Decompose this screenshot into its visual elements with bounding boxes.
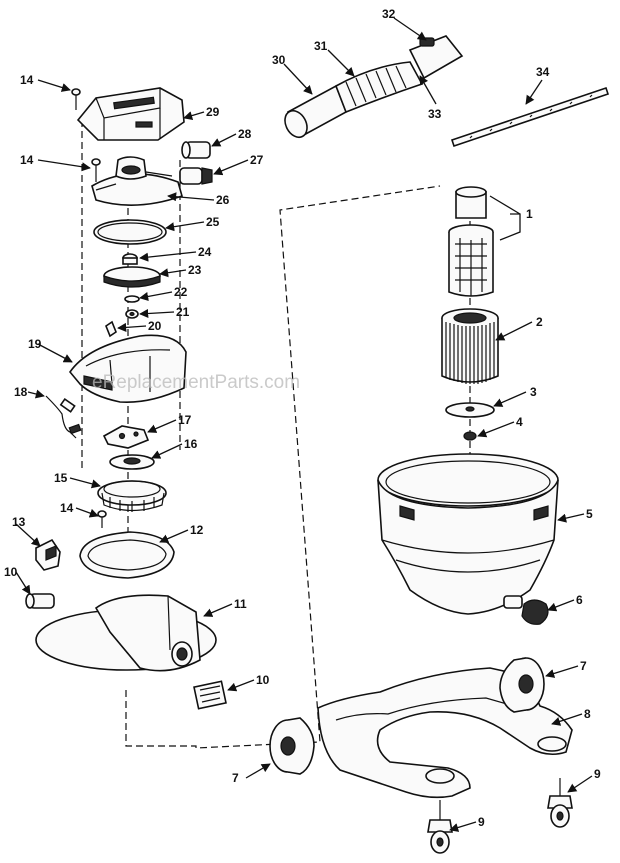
part-16-seal <box>109 454 155 470</box>
part-22-washer <box>124 295 140 303</box>
callout-3: 3 <box>530 385 537 399</box>
part-21-nut <box>125 309 139 319</box>
callout-32: 32 <box>382 7 396 21</box>
callout-8: 8 <box>584 707 591 721</box>
callout-9-right: 9 <box>594 767 601 781</box>
callout-14-top: 14 <box>20 73 34 87</box>
part-6-drain-cap <box>503 595 549 625</box>
callout-11: 11 <box>234 597 247 611</box>
callout-34: 34 <box>536 65 550 79</box>
callout-21: 21 <box>176 305 190 319</box>
part-9-caster-left <box>427 800 453 854</box>
callout-6: 6 <box>576 593 583 607</box>
callout-27: 27 <box>250 153 264 167</box>
callout-18: 18 <box>14 385 28 399</box>
callout-16: 16 <box>184 437 198 451</box>
part-26-motor-housing <box>91 156 183 206</box>
callout-33: 33 <box>428 107 442 121</box>
callout-30: 30 <box>272 53 286 67</box>
part-5-drum <box>377 453 559 615</box>
watermark: eReplacementParts.com <box>92 372 300 393</box>
callout-labels: 14 29 28 14 27 26 25 24 23 22 21 20 19 1… <box>4 7 601 829</box>
callout-31: 31 <box>314 39 328 53</box>
part-1-filter-cage <box>448 186 494 297</box>
callout-1: 1 <box>526 207 533 221</box>
hose-route-line <box>125 185 441 749</box>
part-7-wheel-right <box>499 657 545 713</box>
callout-10-right: 10 <box>256 673 270 687</box>
callout-23: 23 <box>188 263 202 277</box>
callout-25: 25 <box>206 215 220 229</box>
part-14-screw-mid <box>91 158 101 182</box>
callout-14-low: 14 <box>60 501 74 515</box>
part-29-motor-cover <box>76 87 185 141</box>
part-27-brush-cap <box>179 167 213 185</box>
callout-2: 2 <box>536 315 543 329</box>
part-9-caster-right <box>547 778 573 828</box>
part-7-wheel-left <box>269 717 315 775</box>
callout-4: 4 <box>516 415 523 429</box>
part-11-lid <box>35 594 217 672</box>
part-32-hose-cuff <box>408 35 464 80</box>
part-4-nut <box>463 431 477 441</box>
callout-17: 17 <box>178 413 192 427</box>
callout-5: 5 <box>586 507 593 521</box>
part-10-latch-left <box>25 593 55 609</box>
callout-7-left: 7 <box>232 771 239 785</box>
callout-22: 22 <box>174 285 188 299</box>
callout-10-left: 10 <box>4 565 18 579</box>
part-17-switch <box>102 425 150 449</box>
part-14-screw-low <box>97 510 107 528</box>
callout-29: 29 <box>206 105 220 119</box>
part-31-hose <box>335 61 424 114</box>
callout-9-left: 9 <box>478 815 485 829</box>
leader-lines <box>15 17 593 832</box>
callout-12: 12 <box>190 523 204 537</box>
part-28-brush <box>181 141 211 159</box>
part-25-gasket <box>93 219 167 245</box>
callout-19: 19 <box>28 337 42 351</box>
part-13-latch <box>35 538 61 571</box>
part-2-cartridge-filter <box>441 308 499 384</box>
part-23-impeller <box>103 266 161 288</box>
callout-28: 28 <box>238 127 252 141</box>
part-18-power-cord <box>45 395 82 439</box>
part-20-clip <box>105 320 117 338</box>
callout-20: 20 <box>148 319 162 333</box>
part-24-nut <box>122 253 138 265</box>
part-19-blower-housing <box>68 334 187 404</box>
callout-15: 15 <box>54 471 68 485</box>
callout-7-right: 7 <box>580 659 587 673</box>
part-3-retainer <box>445 402 495 418</box>
callout-24: 24 <box>198 245 212 259</box>
part-14-screw-top <box>71 88 81 110</box>
callout-26: 26 <box>216 193 230 207</box>
part-30-nozzle <box>284 84 347 139</box>
part-34-strip <box>450 86 610 148</box>
part-12-gasket <box>79 531 175 579</box>
part-10-label <box>193 680 227 710</box>
callout-14-mid: 14 <box>20 153 34 167</box>
callout-13: 13 <box>12 515 26 529</box>
part-15-float-cage <box>97 480 167 512</box>
